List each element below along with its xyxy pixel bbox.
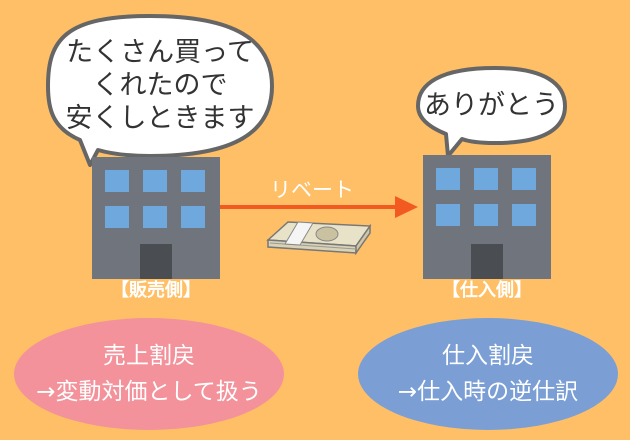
rebate-arrow	[220, 196, 418, 218]
seller-speech-line: たくさん買って	[66, 37, 254, 68]
building-window	[143, 170, 167, 192]
building-door	[471, 244, 503, 279]
seller-building	[92, 157, 220, 279]
building-window	[105, 170, 129, 192]
buyer-speech-line: ありがとう	[424, 90, 559, 121]
building-window	[436, 204, 460, 226]
building-window	[512, 204, 536, 226]
buyer-building	[423, 155, 551, 279]
building-window	[181, 170, 205, 192]
building-door	[140, 244, 172, 279]
rebate-label: リベート	[270, 178, 354, 202]
seller-speech-line: 安くしときます	[65, 103, 255, 134]
seller-label: 【販売側】	[111, 280, 201, 301]
building-window	[143, 206, 167, 228]
seller-ellipse: 売上割戻 →変動対価として扱う	[14, 318, 284, 430]
building-window	[181, 206, 205, 228]
seller-speech-bubble	[46, 14, 274, 167]
seller-ellipse-line: →変動対価として扱う	[36, 379, 262, 405]
buyer-ellipse-line: 仕入割戻	[442, 343, 534, 369]
buyer-speech-text: ありがとう	[418, 89, 565, 125]
buyer-ellipse: 仕入割戻 →仕入時の逆仕訳	[358, 318, 618, 430]
building-window	[105, 206, 129, 228]
buyer-speech-bubble	[416, 66, 567, 158]
building-window	[474, 204, 498, 226]
buyer-label: 【仕入側】	[442, 280, 532, 301]
building-window	[474, 168, 498, 190]
seller-ellipse-line: 売上割戻	[103, 343, 195, 369]
money-stack-icon	[266, 221, 372, 256]
seller-speech-line: くれたので	[92, 70, 228, 101]
seller-speech-text: たくさん買って くれたので 安くしときます	[48, 36, 272, 140]
building-window	[436, 168, 460, 190]
building-window	[512, 168, 536, 190]
buyer-ellipse-line: →仕入時の逆仕訳	[397, 379, 579, 405]
